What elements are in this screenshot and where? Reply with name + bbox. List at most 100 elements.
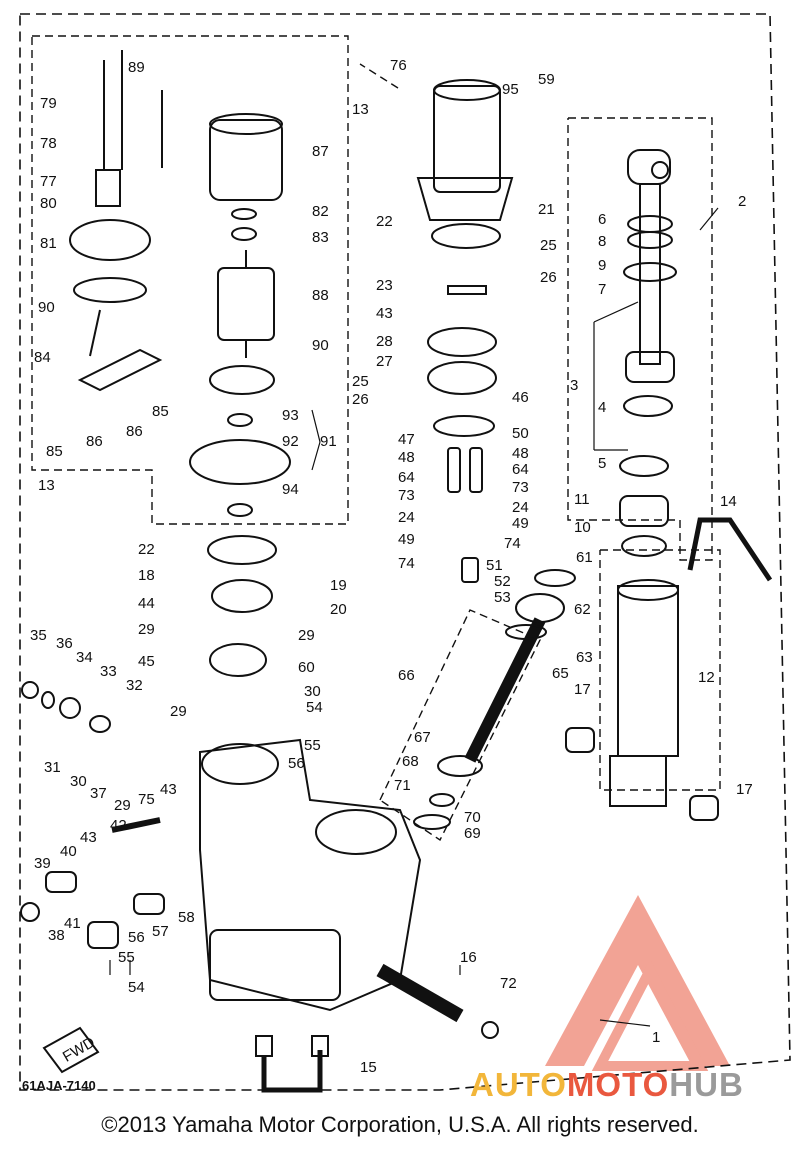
parts-artwork [20, 50, 773, 1093]
callout-30: 30 [304, 683, 321, 700]
callout-63: 63 [576, 649, 593, 666]
callout-1: 1 [652, 1029, 660, 1046]
callout-79: 79 [40, 95, 57, 112]
callout-93: 93 [282, 407, 299, 424]
callout-74: 74 [504, 535, 521, 552]
callout-73: 73 [398, 487, 415, 504]
callout-21: 21 [538, 201, 555, 218]
callout-26: 26 [540, 269, 557, 286]
callout-49: 49 [512, 515, 529, 532]
callout-46: 46 [512, 389, 529, 406]
callout-85: 85 [152, 403, 169, 420]
callout-86: 86 [86, 433, 103, 450]
callout-25: 25 [540, 237, 557, 254]
callout-18: 18 [138, 567, 155, 584]
watermark-brand-part1: AUTO [470, 1066, 567, 1103]
callout-73: 73 [512, 479, 529, 496]
callout-54: 54 [306, 699, 323, 716]
callout-52: 52 [494, 573, 511, 590]
callout-82: 82 [312, 203, 329, 220]
callout-72: 72 [500, 975, 517, 992]
callout-64: 64 [512, 461, 529, 478]
callout-49: 49 [398, 531, 415, 548]
callout-28: 28 [376, 333, 393, 350]
callout-89: 89 [128, 59, 145, 76]
callout-55: 55 [304, 737, 321, 754]
callout-43: 43 [376, 305, 393, 322]
cylinder-box [567, 117, 721, 791]
callout-58: 58 [178, 909, 195, 926]
callout-27: 27 [376, 353, 393, 370]
callout-2: 2 [738, 193, 746, 210]
callout-80: 80 [40, 195, 57, 212]
callout-69: 69 [464, 825, 481, 842]
callout-32: 32 [126, 677, 143, 694]
motor-box [31, 35, 399, 525]
callout-42: 42 [110, 817, 127, 834]
outer-frame [19, 13, 791, 1091]
callout-84: 84 [34, 349, 51, 366]
callout-29: 29 [138, 621, 155, 638]
callout-6: 6 [598, 211, 606, 228]
callout-50: 50 [512, 425, 529, 442]
callout-13: 13 [38, 477, 55, 494]
drawing-code: 61AJA-7140 [22, 1078, 96, 1093]
valve-box [379, 609, 541, 842]
callout-24: 24 [512, 499, 529, 516]
callout-4: 4 [598, 399, 606, 416]
callout-60: 60 [298, 659, 315, 676]
callout-11: 11 [574, 491, 590, 508]
callout-12: 12 [698, 669, 715, 686]
callout-70: 70 [464, 809, 481, 826]
callout-10: 10 [574, 519, 591, 536]
watermark-brand-part3: HUB [669, 1066, 744, 1103]
callout-91: 91 [320, 433, 337, 450]
callout-55: 55 [118, 949, 135, 966]
callout-61: 61 [576, 549, 593, 566]
callout-86: 86 [126, 423, 143, 440]
callout-94: 94 [282, 481, 299, 498]
callout-90: 90 [312, 337, 329, 354]
callout-83: 83 [312, 229, 329, 246]
callout-59: 59 [538, 71, 555, 88]
callout-9: 9 [598, 257, 606, 274]
callout-22: 22 [376, 213, 393, 230]
callout-33: 33 [100, 663, 117, 680]
callout-23: 23 [376, 277, 393, 294]
fwd-label: FWD [60, 1034, 98, 1066]
callout-66: 66 [398, 667, 415, 684]
callout-44: 44 [138, 595, 155, 612]
callout-3: 3 [570, 377, 578, 394]
callout-51: 51 [486, 557, 503, 574]
callout-35: 35 [30, 627, 47, 644]
callout-56: 56 [128, 929, 145, 946]
callout-67: 67 [414, 729, 431, 746]
watermark-brand: AUTOMOTOHUB [470, 1066, 744, 1103]
callout-13: 13 [352, 101, 369, 118]
callout-38: 38 [48, 927, 65, 944]
callout-87: 87 [312, 143, 329, 160]
callout-29: 29 [170, 703, 187, 720]
callout-20: 20 [330, 601, 347, 618]
callout-45: 45 [138, 653, 155, 670]
callout-39: 39 [34, 855, 51, 872]
callout-77: 77 [40, 173, 57, 190]
callout-26: 26 [352, 391, 369, 408]
callout-85: 85 [46, 443, 63, 460]
callout-31: 31 [44, 759, 61, 776]
callout-47: 47 [398, 431, 415, 448]
callout-29: 29 [114, 797, 131, 814]
callout-22: 22 [138, 541, 155, 558]
callout-17: 17 [736, 781, 753, 798]
callout-40: 40 [60, 843, 77, 860]
callout-30: 30 [70, 773, 87, 790]
callout-88: 88 [312, 287, 329, 304]
callout-7: 7 [598, 281, 606, 298]
callout-57: 57 [152, 923, 169, 940]
callout-19: 19 [330, 577, 347, 594]
callout-15: 15 [360, 1059, 377, 1076]
callout-65: 65 [552, 665, 569, 682]
copyright-text: ©2013 Yamaha Motor Corporation, U.S.A. A… [101, 1112, 699, 1137]
callout-75: 75 [138, 791, 155, 808]
